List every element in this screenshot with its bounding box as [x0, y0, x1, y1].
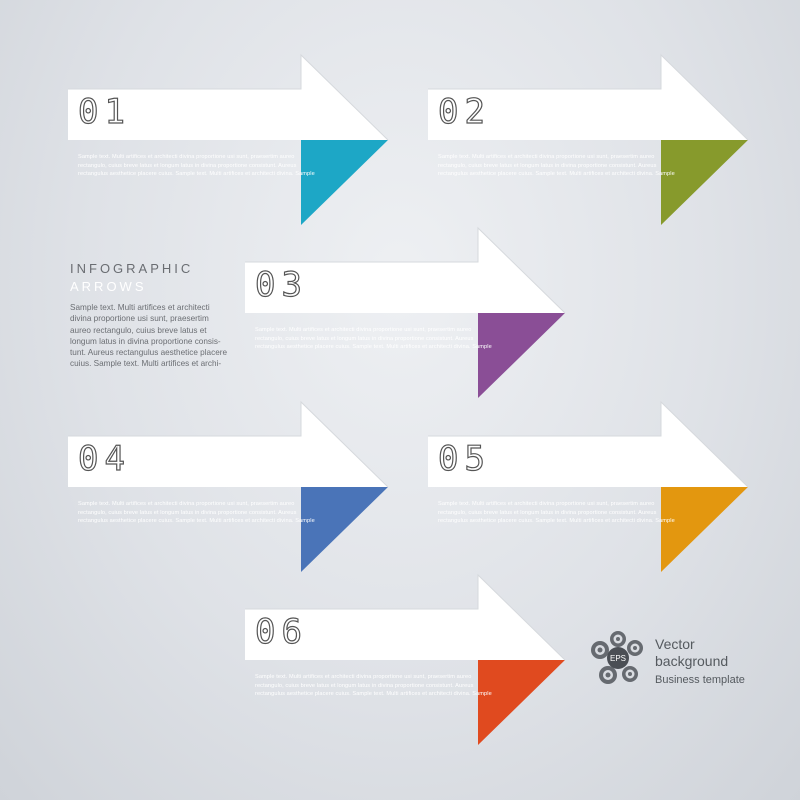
step-number: 02 — [437, 92, 491, 132]
arrow-step-3: 03 Sample text. Multi artifices et archi… — [245, 226, 595, 398]
step-number: 01 — [77, 92, 131, 132]
intro-subtitle: ARROWS — [70, 279, 147, 294]
arrow-shape — [245, 573, 566, 745]
step-text: Sample text. Multi artifices et architec… — [255, 327, 492, 351]
eps-badge: EPS Vector background Business template — [588, 628, 758, 698]
arrow-shape — [245, 226, 566, 398]
badge-line-3: Business template — [655, 674, 745, 686]
badge-line-1: Vector — [655, 636, 695, 652]
eps-logo-icon: EPS — [591, 631, 643, 684]
step-text: Sample text. Multi artifices et architec… — [78, 154, 315, 178]
arrow-shape — [68, 400, 389, 572]
step-text: Sample text. Multi artifices et architec… — [255, 674, 492, 698]
step-number: 04 — [77, 439, 131, 479]
arrow-step-1: 01 Sample text. Multi artifices et archi… — [68, 53, 418, 225]
arrow-step-4: 04 Sample text. Multi artifices et archi… — [68, 400, 418, 572]
arrow-step-6: 06 Sample text. Multi artifices et archi… — [245, 573, 595, 745]
badge-line-2: background — [655, 653, 729, 669]
intro-title: INFOGRAPHIC — [70, 261, 194, 276]
step-number: 05 — [437, 439, 491, 479]
step-text: Sample text. Multi artifices et architec… — [78, 501, 315, 525]
intro-body: Sample text. Multi artifices et architec… — [70, 303, 228, 369]
arrow-step-2: 02 Sample text. Multi artifices et archi… — [428, 53, 778, 225]
step-number: 03 — [254, 265, 308, 305]
step-number: 06 — [254, 612, 308, 652]
step-text: Sample text. Multi artifices et architec… — [438, 154, 675, 178]
eps-logo-text: EPS — [610, 654, 626, 663]
intro-block: INFOGRAPHIC ARROWS Sample text. Multi ar… — [70, 260, 230, 370]
arrow-shape — [428, 53, 749, 225]
arrow-step-5: 05 Sample text. Multi artifices et archi… — [428, 400, 778, 572]
step-text: Sample text. Multi artifices et architec… — [438, 501, 675, 525]
arrow-shape — [68, 53, 389, 225]
arrow-shape — [428, 400, 749, 572]
